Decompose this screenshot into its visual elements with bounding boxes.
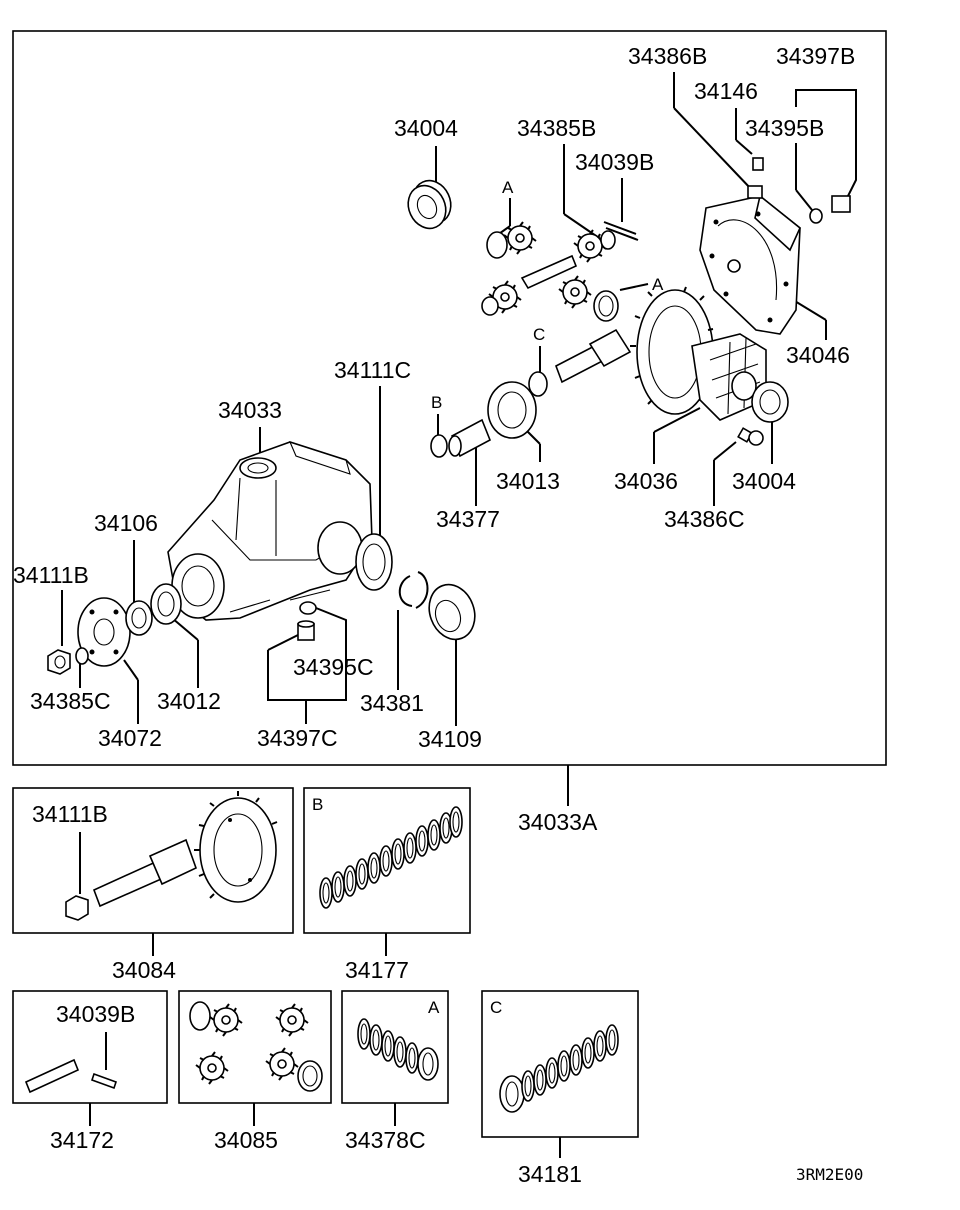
callout-a-lower: A	[652, 275, 664, 294]
label-34385B[interactable]: 34385B	[517, 115, 596, 141]
label-34033A[interactable]: 34033A	[518, 809, 598, 835]
diff-gear-set-34085[interactable]	[189, 1001, 323, 1092]
label-34395C[interactable]: 34395C	[293, 654, 374, 680]
label-34181[interactable]: 34181	[518, 1161, 582, 1187]
cover-34046[interactable]	[699, 157, 851, 335]
label-34146[interactable]: 34146	[694, 78, 758, 104]
shim-set-34181[interactable]	[499, 1024, 619, 1113]
snap-ring-34381[interactable]	[398, 571, 429, 609]
diagram-code: 3RM2E00	[796, 1165, 863, 1184]
box-letter-B: B	[312, 795, 323, 814]
label-34386C[interactable]: 34386C	[664, 506, 745, 532]
label-34004-top[interactable]: 34004	[394, 115, 458, 141]
label-34033[interactable]: 34033	[218, 397, 282, 423]
label-34177[interactable]: 34177	[345, 957, 409, 983]
washer-34385C[interactable]	[75, 647, 89, 665]
nut-34111B[interactable]	[47, 649, 71, 675]
spacer-set-34177[interactable]	[319, 806, 463, 909]
label-34039B-inner[interactable]: 34039B	[56, 1001, 135, 1027]
bearing-34012[interactable]	[150, 583, 182, 625]
label-34085[interactable]: 34085	[214, 1127, 278, 1153]
callout-c: C	[533, 325, 545, 344]
label-34106[interactable]: 34106	[94, 510, 158, 536]
differential-34036[interactable]	[630, 286, 789, 446]
label-34397C[interactable]: 34397C	[257, 725, 338, 751]
companion-flange-34072[interactable]	[77, 597, 131, 667]
drain-plug-34397C[interactable]	[297, 620, 315, 641]
label-34039B[interactable]: 34039B	[575, 149, 654, 175]
oil-seal-34106[interactable]	[125, 600, 153, 636]
drive-pinion[interactable]	[430, 328, 632, 458]
label-34109[interactable]: 34109	[418, 726, 482, 752]
carrier-housing-34033[interactable]	[167, 441, 393, 621]
label-34385C[interactable]: 34385C	[30, 688, 111, 714]
box-letter-A: A	[428, 998, 440, 1017]
callout-a-upper: A	[502, 178, 514, 197]
label-34111C[interactable]: 34111C	[334, 357, 411, 383]
label-34378C[interactable]: 34378C	[345, 1127, 426, 1153]
label-34397B[interactable]: 34397B	[776, 43, 855, 69]
label-34377[interactable]: 34377	[436, 506, 500, 532]
label-34395B[interactable]: 34395B	[745, 115, 824, 141]
label-34072[interactable]: 34072	[98, 725, 162, 751]
label-34004-right[interactable]: 34004	[732, 468, 796, 494]
label-34036[interactable]: 34036	[614, 468, 678, 494]
ring-pinion-gear-set[interactable]	[65, 791, 278, 921]
washer-set-34378C[interactable]	[357, 1018, 439, 1081]
washer-34395C[interactable]	[299, 601, 317, 615]
label-34172[interactable]: 34172	[50, 1127, 114, 1153]
diff-gears-cluster[interactable]	[481, 221, 639, 322]
box-letter-C: C	[490, 998, 502, 1017]
main-assembly-frame	[12, 30, 887, 766]
label-34013[interactable]: 34013	[496, 468, 560, 494]
label-34084[interactable]: 34084	[112, 957, 176, 983]
label-34046[interactable]: 34046	[786, 342, 850, 368]
pinion-shaft-34172[interactable]	[24, 1058, 118, 1094]
label-34111B[interactable]: 34111B	[13, 562, 89, 588]
label-34381[interactable]: 34381	[360, 690, 424, 716]
label-34111B-inner[interactable]: 34111B	[32, 801, 108, 827]
callout-b: B	[431, 393, 442, 412]
bearing-34004-top[interactable]	[401, 174, 457, 234]
label-34012[interactable]: 34012	[157, 688, 221, 714]
label-34386B[interactable]: 34386B	[628, 43, 707, 69]
oil-seal-34109[interactable]	[422, 578, 482, 646]
